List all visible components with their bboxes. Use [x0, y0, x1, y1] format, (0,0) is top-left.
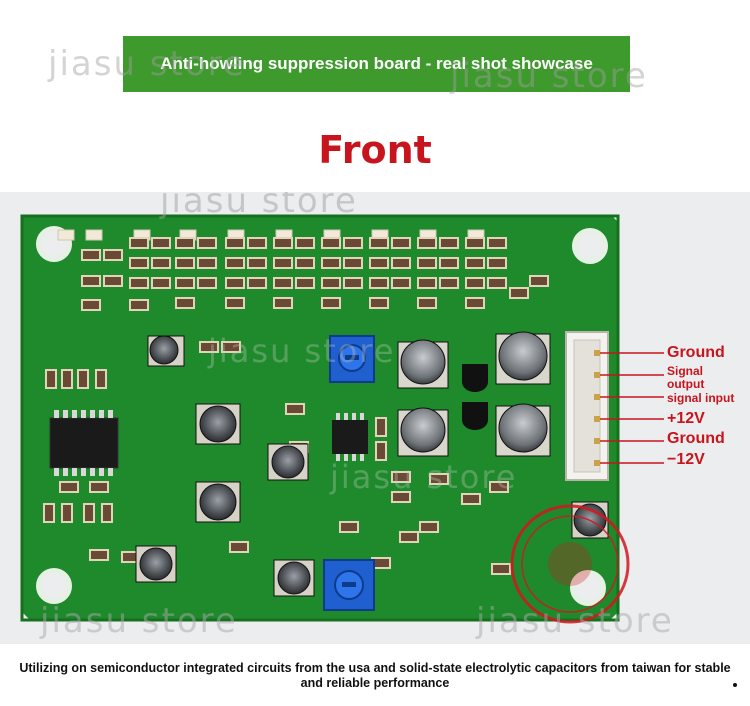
decorative-dot — [733, 683, 737, 687]
photo-watermark-2: jiasu store — [207, 332, 395, 370]
pin-label-signal-input: signal input — [667, 391, 735, 405]
front-heading: Front — [318, 128, 432, 172]
photo-watermark-5: jiasu store — [475, 601, 674, 641]
pin-label-ground-2: Ground — [667, 430, 725, 447]
banner-title: Anti-howling suppression board - real sh… — [160, 54, 593, 73]
photo-watermark-3: jiasu store — [329, 458, 517, 496]
pin-label-minus-12v: −12V — [667, 451, 705, 468]
pcb-illustration: jiasu store jiasu store jiasu store jias… — [0, 192, 750, 644]
title-banner: Anti-howling suppression board - real sh… — [123, 36, 630, 92]
photo-watermark-1: jiasu store — [159, 192, 358, 221]
pcb-photo: jiasu store jiasu store jiasu store jias… — [0, 192, 750, 644]
pin-label-signal-output: Signal output — [667, 364, 705, 391]
photo-watermark-4: jiasu store — [39, 601, 238, 641]
pin-label-ground-1: Ground — [667, 344, 725, 361]
pin-label-plus-12v: +12V — [667, 410, 705, 427]
caption-text: Utilizing on semiconductor integrated ci… — [19, 661, 731, 690]
